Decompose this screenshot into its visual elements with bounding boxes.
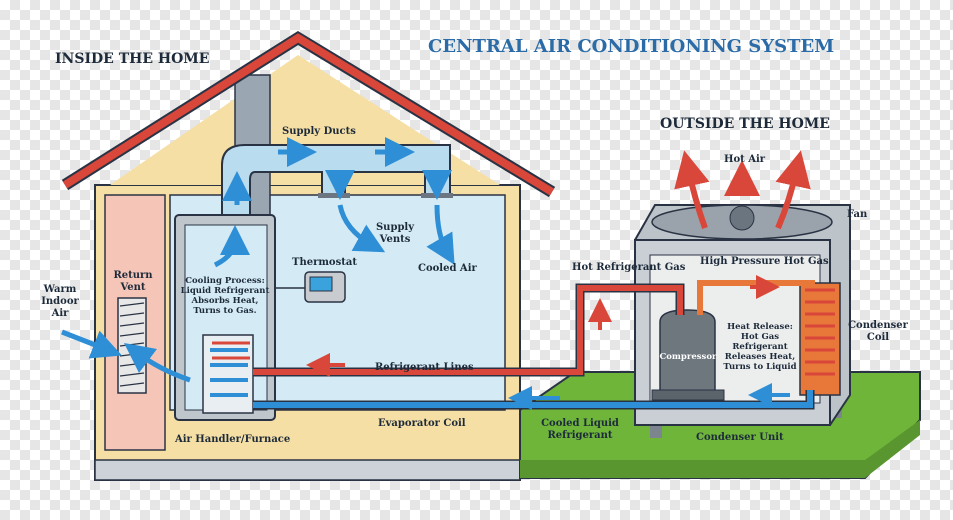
label-hot-air: Hot Air — [724, 154, 766, 165]
roof — [62, 33, 555, 196]
condenser-unit — [634, 204, 851, 438]
label-condenser-unit: Condenser Unit — [696, 432, 784, 443]
label-evaporator-coil: Evaporator Coil — [378, 418, 466, 429]
label-cooled-air: Cooled Air — [418, 263, 477, 274]
label-hot-refrigerant-gas: Hot Refrigerant Gas — [572, 262, 686, 273]
label-refrigerant-lines: Refrigerant Lines — [375, 362, 474, 373]
supply-vent-2 — [421, 193, 453, 198]
hot-air-arrows — [674, 150, 811, 230]
diagram-title: CENTRAL AIR CONDITIONING SYSTEM — [428, 36, 834, 57]
inside-heading: INSIDE THE HOME — [55, 51, 209, 67]
label-thermostat: Thermostat — [292, 257, 357, 268]
airflow-arrows — [61, 137, 455, 383]
label-fan: Fan — [847, 209, 868, 220]
evaporator-coil — [202, 334, 254, 414]
label-high-pressure-hot-gas: High Pressure Hot Gas — [700, 256, 829, 267]
compressor — [659, 309, 716, 394]
return-vent-grille — [117, 297, 147, 394]
label-air-handler: Air Handler/Furnace — [174, 434, 290, 445]
refrigerant-lines — [253, 275, 815, 410]
supply-vent-1 — [318, 193, 350, 198]
label-compressor: Compressor — [660, 352, 717, 362]
label-supply-ducts: Supply Ducts — [282, 126, 356, 137]
outside-heading: OUTSIDE THE HOME — [660, 116, 830, 132]
thermostat[interactable] — [275, 271, 346, 303]
